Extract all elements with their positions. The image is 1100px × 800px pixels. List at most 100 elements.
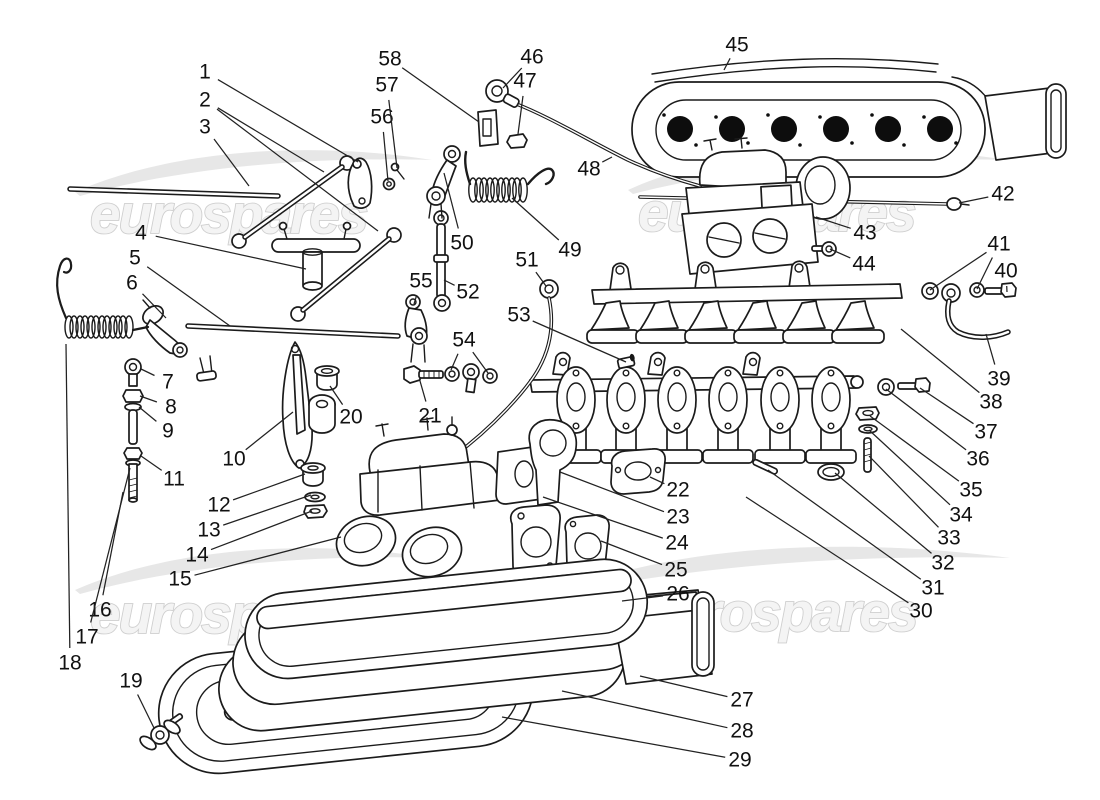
- leader-line-9: [138, 406, 157, 422]
- leader-line-58: [401, 67, 480, 123]
- plenum-chamber: [631, 58, 1067, 178]
- leader-line-34: [868, 429, 951, 506]
- cable-clamp: [477, 109, 499, 147]
- part-number-46: 46: [520, 46, 543, 69]
- part-number-24: 24: [665, 532, 689, 555]
- bushing-20: [314, 365, 340, 391]
- leader-line-27: [639, 675, 728, 698]
- t-bracket: [271, 238, 361, 253]
- swoosh-top-left: [75, 150, 432, 196]
- part-number-36: 36: [966, 448, 989, 471]
- part-number-2: 2: [199, 89, 211, 112]
- part-number-7: 7: [162, 371, 174, 394]
- part-number-55: 55: [409, 270, 432, 293]
- leader-line-20: [329, 385, 344, 405]
- part-number-21: 21: [418, 405, 441, 428]
- pedestal-6: [805, 366, 857, 464]
- part-number-44: 44: [852, 253, 876, 276]
- leader-line-1: [217, 79, 359, 163]
- leader-line-13: [222, 494, 312, 526]
- washer: [858, 424, 878, 434]
- part-number-51: 51: [515, 249, 538, 272]
- washer: [921, 282, 939, 300]
- part-number-23: 23: [666, 506, 689, 529]
- washer: [482, 368, 498, 384]
- washer: [382, 177, 396, 191]
- leader-line-35: [869, 415, 960, 482]
- pin: [752, 458, 779, 475]
- part-number-39: 39: [987, 368, 1010, 391]
- part-number-45: 45: [725, 34, 748, 57]
- leader-line-5: [146, 266, 231, 327]
- part-number-31: 31: [921, 577, 944, 600]
- nut: [855, 406, 880, 421]
- part-number-35: 35: [959, 479, 982, 502]
- part-number-32: 32: [931, 552, 954, 575]
- rod-end: [462, 363, 480, 381]
- part-number-15: 15: [168, 568, 191, 591]
- part-number-27: 27: [730, 689, 753, 712]
- leader-line-31: [767, 469, 922, 580]
- part-number-19: 19: [119, 670, 142, 693]
- part-number-47: 47: [513, 70, 536, 93]
- leader-line-25: [600, 540, 663, 566]
- part-number-5: 5: [129, 247, 141, 270]
- part-number-40: 40: [994, 260, 1017, 283]
- part-number-22: 22: [666, 479, 689, 502]
- o-ring: [817, 463, 845, 481]
- leader-line-38: [900, 328, 980, 394]
- swoosh-bottom-right: [565, 546, 1010, 592]
- leader-line-41: [976, 257, 993, 290]
- leader-line-54: [450, 353, 459, 371]
- bolt: [1000, 282, 1017, 298]
- pedestal-3: [651, 366, 703, 464]
- swoosh-bottom-left: [75, 548, 432, 594]
- leader-line-21: [419, 380, 427, 402]
- leader-line-57: [388, 99, 398, 169]
- leader-line-43: [815, 216, 851, 229]
- vertical-link-column: [122, 358, 144, 503]
- right-hardware: [752, 282, 1017, 481]
- part-number-3: 3: [199, 116, 211, 139]
- lever-55: [404, 294, 428, 363]
- part-number-57: 57: [375, 74, 398, 97]
- part-number-10: 10: [222, 448, 245, 471]
- intake-pedestal-row: [529, 351, 864, 464]
- leader-line-44: [829, 248, 851, 259]
- leader-line-46: [502, 67, 523, 89]
- plenum-snorkel-opening: [1045, 83, 1067, 159]
- carb-bolt: [821, 241, 837, 257]
- part-number-41: 41: [987, 233, 1010, 256]
- part-number-16: 16: [88, 599, 111, 622]
- lever: [347, 157, 373, 209]
- part-number-28: 28: [730, 720, 753, 743]
- air-horn: [335, 515, 397, 567]
- air-cleaner-assembly: [139, 558, 715, 775]
- pedestal-5: [754, 366, 806, 464]
- leader-line-4: [155, 235, 307, 270]
- part-number-56: 56: [370, 106, 393, 129]
- leader-line-14: [210, 510, 313, 551]
- washer: [877, 378, 895, 396]
- part-number-48: 48: [577, 158, 600, 181]
- leader-line-56: [382, 131, 389, 182]
- leader-line-45: [723, 58, 731, 71]
- leader-line-49: [511, 197, 560, 241]
- air-cleaner-top-cover: [244, 558, 649, 680]
- part-number-53: 53: [507, 304, 530, 327]
- leader-line-17: [90, 467, 131, 623]
- part-number-43: 43: [853, 222, 876, 245]
- cable-end-fitting: [946, 197, 962, 211]
- leader-line-39: [985, 333, 996, 365]
- part-number-33: 33: [937, 527, 960, 550]
- leader-line-50: [443, 172, 459, 229]
- leader-line-2: [217, 107, 325, 173]
- intake-manifold-upper: [586, 260, 903, 344]
- part-number-38: 38: [979, 391, 1002, 414]
- bolt: [914, 377, 931, 393]
- leader-line-55: [413, 295, 418, 305]
- leader-line-52: [443, 279, 455, 286]
- leader-line-53: [532, 320, 627, 363]
- part-number-49: 49: [558, 239, 581, 262]
- part-number-50: 50: [450, 232, 473, 255]
